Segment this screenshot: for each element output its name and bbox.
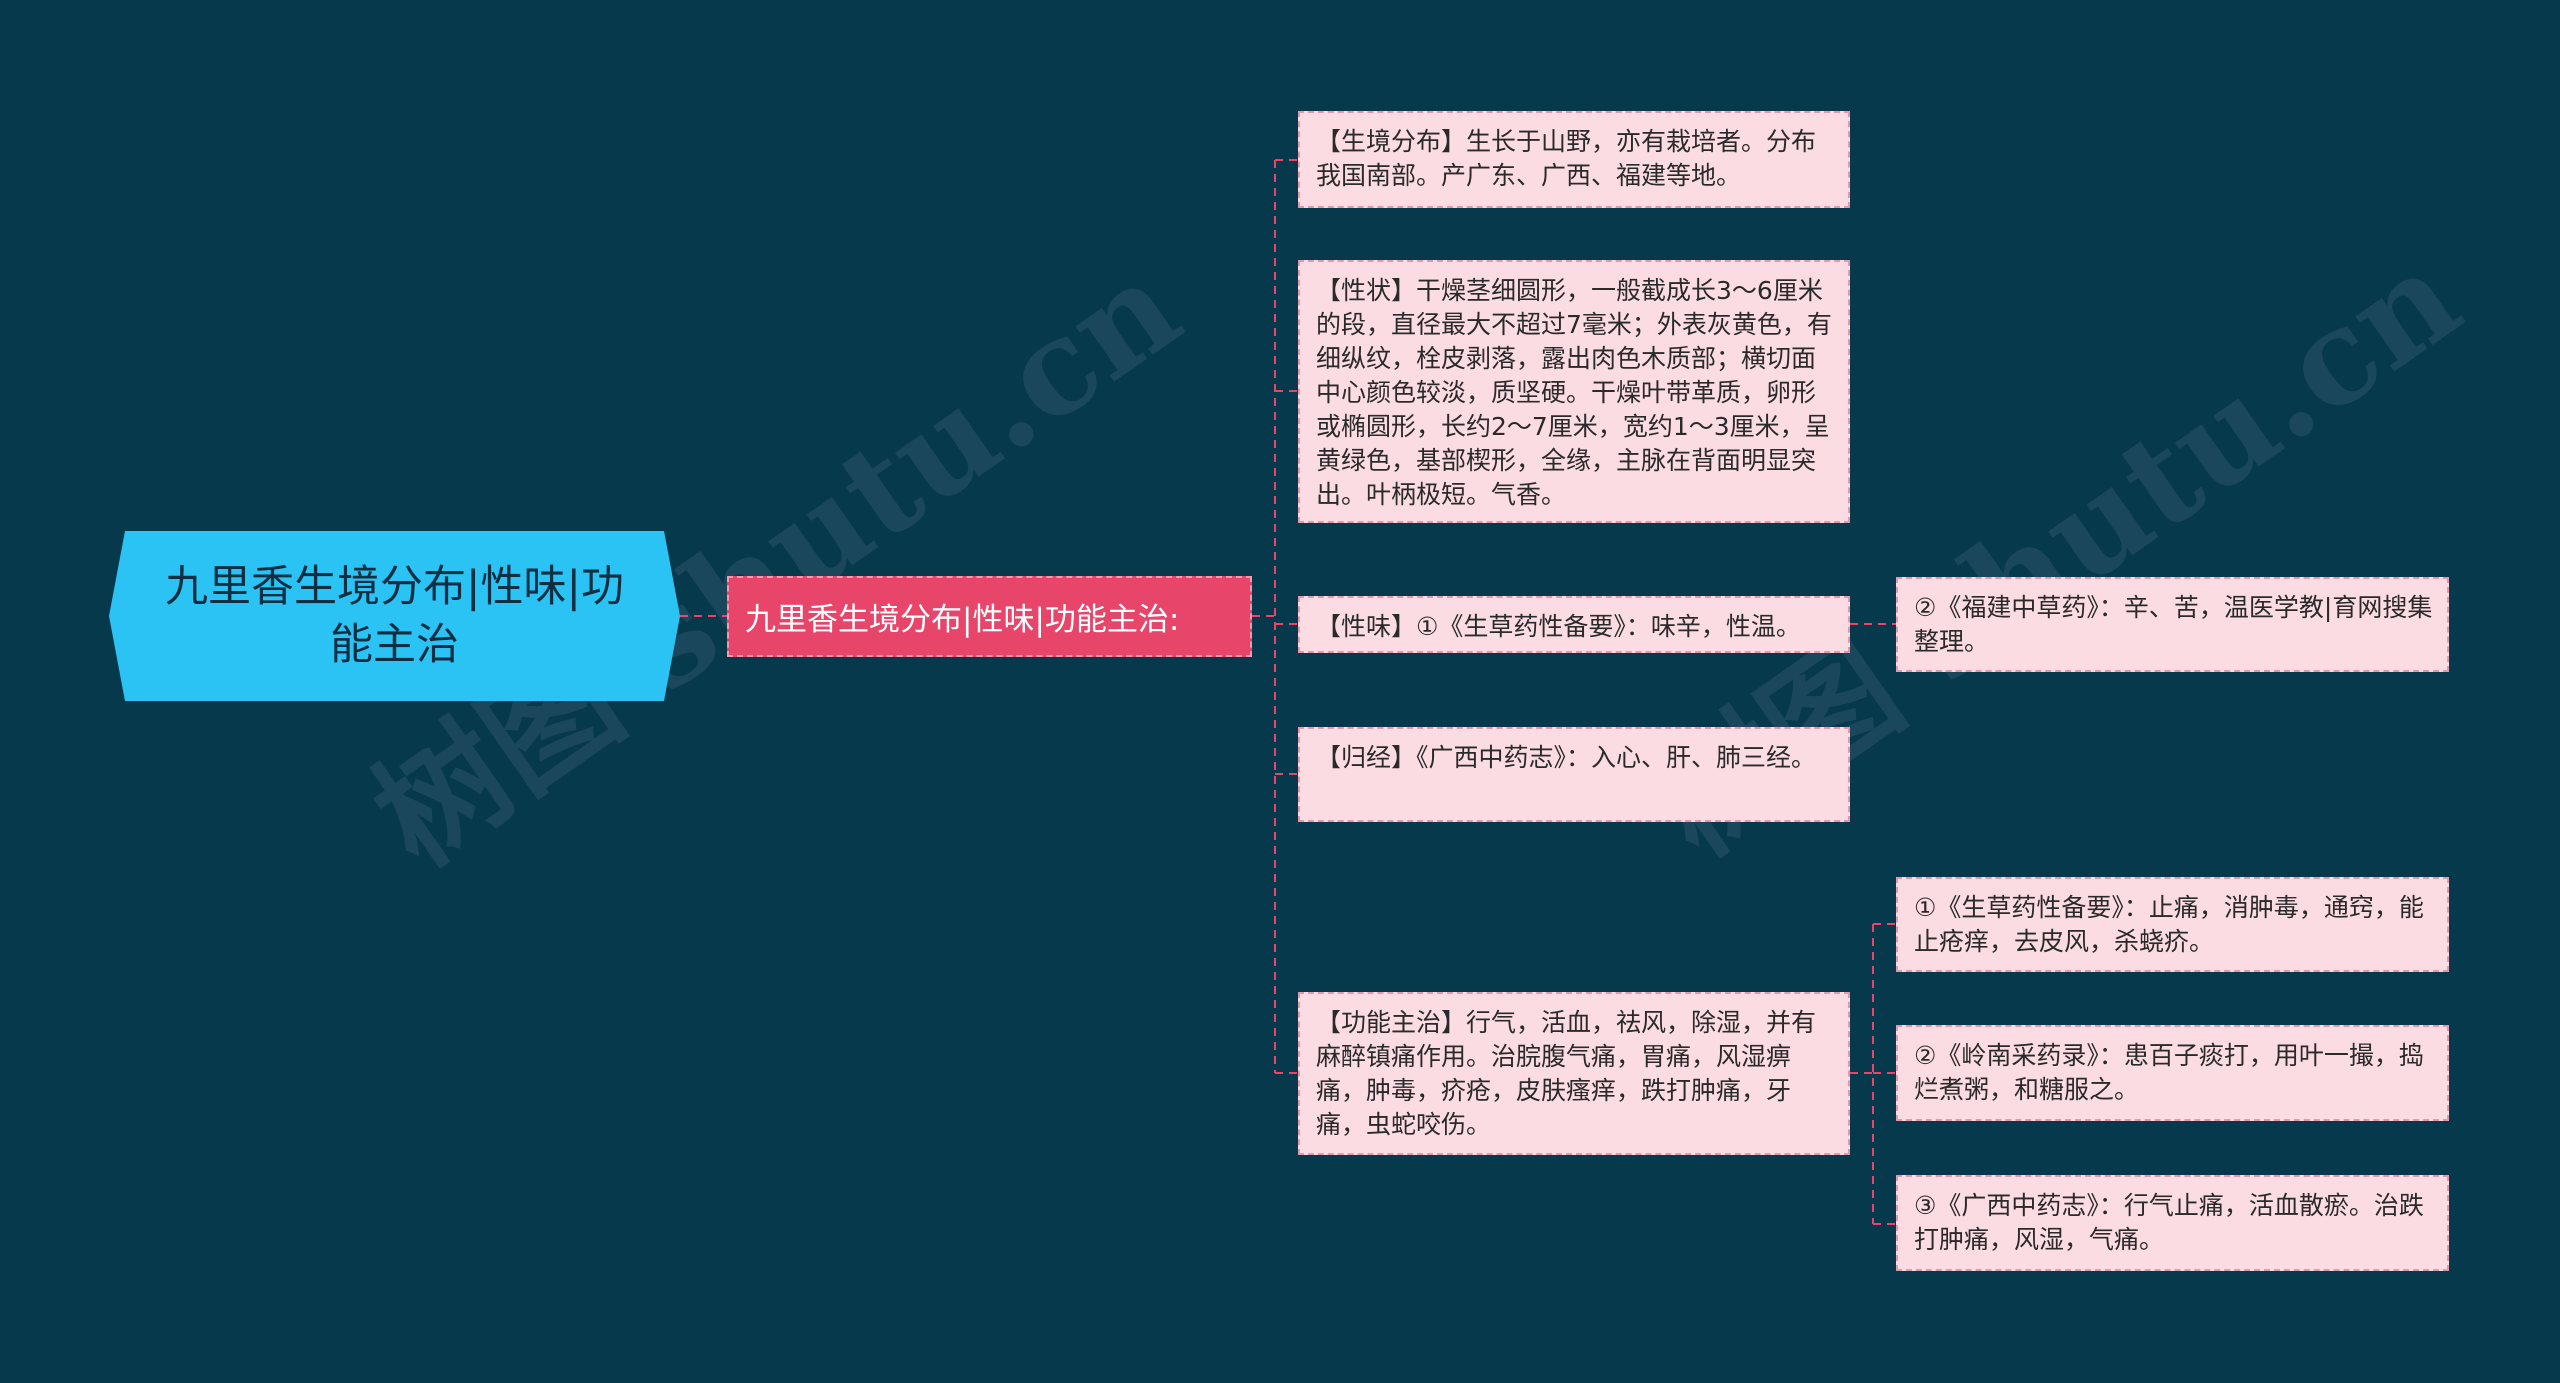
- node-habitat-text: 【生境分布】生长于山野，亦有栽培者。分布我国南部。产广东、广西、福建等地。: [1316, 127, 1817, 190]
- main-topic-node[interactable]: 九里香生境分布|性味|功能主治:: [727, 576, 1252, 657]
- node-function-sub-1[interactable]: ①《生草药性备要》：止痛，消肿毒，通窍，能止疮痒，去皮风，杀蛲疥。: [1896, 877, 2449, 972]
- node-function[interactable]: 【功能主治】行气，活血，祛风，除湿，并有麻醉镇痛作用。治脘腹气痛，胃痛，风湿痹痛…: [1298, 992, 1850, 1155]
- connector-main-trunk: [1252, 160, 1276, 1073]
- node-meridian-text: 【归经】《广西中药志》：入心、肝、肺三经。: [1316, 743, 1817, 772]
- node-properties[interactable]: 【性状】干燥茎细圆形，一般截成长3～6厘米的段，直径最大不超过7毫米；外表灰黄色…: [1298, 260, 1850, 523]
- connector-function-trunk: [1850, 924, 1874, 1224]
- node-taste[interactable]: 【性味】①《生草药性备要》：味辛，性温。: [1298, 596, 1850, 653]
- node-function-sub-2-text: ②《岭南采药录》：患百子痰打，用叶一撮，捣烂煮粥，和糖服之。: [1914, 1041, 2424, 1104]
- node-function-sub-3-text: ③《广西中药志》：行气止痛，活血散瘀。治跌打肿痛，风湿，气痛。: [1914, 1191, 2424, 1254]
- node-function-sub-1-text: ①《生草药性备要》：止痛，消肿毒，通窍，能止疮痒，去皮风，杀蛲疥。: [1914, 893, 2424, 956]
- node-function-text: 【功能主治】行气，活血，祛风，除湿，并有麻醉镇痛作用。治脘腹气痛，胃痛，风湿痹痛…: [1316, 1008, 1817, 1139]
- root-title: 九里香生境分布|性味|功能主治: [165, 562, 624, 670]
- node-taste-text: 【性味】①《生草药性备要》：味辛，性温。: [1316, 612, 1801, 641]
- node-meridian[interactable]: 【归经】《广西中药志》：入心、肝、肺三经。: [1298, 727, 1850, 822]
- node-properties-text: 【性状】干燥茎细圆形，一般截成长3～6厘米的段，直径最大不超过7毫米；外表灰黄色…: [1316, 276, 1832, 509]
- main-topic-label: 九里香生境分布|性味|功能主治:: [745, 602, 1180, 638]
- node-function-sub-3[interactable]: ③《广西中药志》：行气止痛，活血散瘀。治跌打肿痛，风湿，气痛。: [1896, 1175, 2449, 1271]
- node-habitat[interactable]: 【生境分布】生长于山野，亦有栽培者。分布我国南部。产广东、广西、福建等地。: [1298, 111, 1850, 208]
- node-function-sub-2[interactable]: ②《岭南采药录》：患百子痰打，用叶一撮，捣烂煮粥，和糖服之。: [1896, 1025, 2449, 1121]
- node-taste-sub-1[interactable]: ②《福建中草药》：辛、苦，温医学教|育网搜集整理。: [1896, 577, 2449, 672]
- node-taste-sub-1-text: ②《福建中草药》：辛、苦，温医学教|育网搜集整理。: [1914, 593, 2433, 656]
- root-node[interactable]: 九里香生境分布|性味|功能主治: [109, 531, 680, 701]
